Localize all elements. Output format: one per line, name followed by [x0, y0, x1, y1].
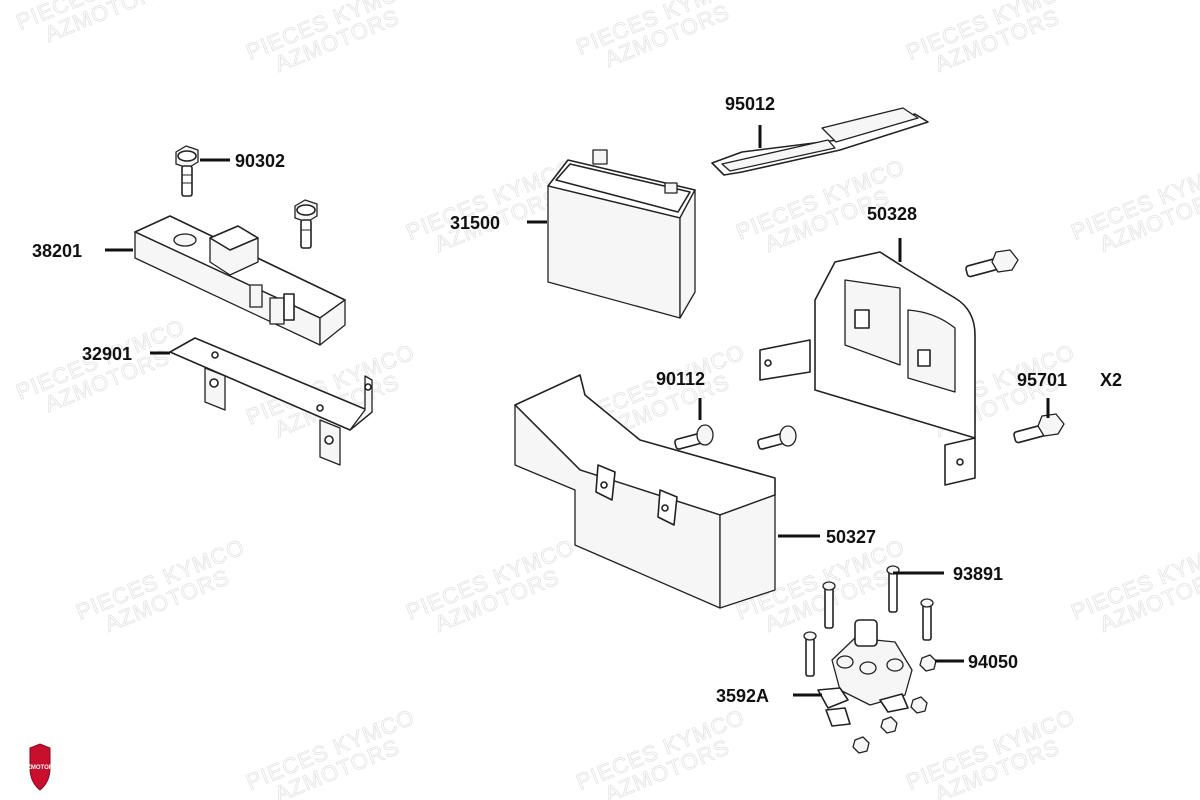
label-94050[interactable]: 94050: [968, 652, 1018, 672]
starter-relay-3592A[interactable]: [817, 619, 913, 727]
bolt-90112-right[interactable]: [757, 425, 797, 450]
nuts-94050[interactable]: [852, 654, 937, 754]
battery-31500[interactable]: [547, 149, 696, 319]
label-50328[interactable]: 50328: [867, 204, 917, 224]
mounting-plate-32901[interactable]: [169, 337, 373, 466]
label-50327[interactable]: 50327: [826, 527, 876, 547]
screws-93891[interactable]: [803, 565, 934, 677]
logo-text: AZMOTORS: [23, 765, 57, 771]
label-95701-quantity: X2: [1100, 370, 1122, 390]
label-93891[interactable]: 93891: [953, 564, 1003, 584]
label-95701[interactable]: 95701: [1017, 370, 1067, 390]
label-90302[interactable]: 90302: [235, 151, 285, 171]
bolt-95701[interactable]: [1013, 413, 1065, 444]
bolt-90112-left[interactable]: [674, 424, 714, 450]
label-95012[interactable]: 95012: [725, 94, 775, 114]
rubber-pad-95012[interactable]: [711, 107, 929, 176]
label-90112[interactable]: 90112: [656, 369, 705, 389]
azmotors-logo: AZMOTORS: [23, 743, 57, 791]
bolt-90302-second[interactable]: [294, 199, 318, 249]
side-bracket-50328[interactable]: [759, 251, 976, 486]
battery-holder-38201[interactable]: [134, 215, 346, 346]
battery-tray-50327[interactable]: [514, 374, 776, 609]
label-3592A[interactable]: 3592A: [716, 686, 769, 706]
bolt-50328[interactable]: [965, 249, 1019, 278]
label-32901[interactable]: 32901: [82, 344, 132, 364]
label-31500[interactable]: 31500: [450, 213, 500, 233]
bolt-90302[interactable]: [175, 145, 199, 197]
label-38201[interactable]: 38201: [32, 241, 82, 261]
